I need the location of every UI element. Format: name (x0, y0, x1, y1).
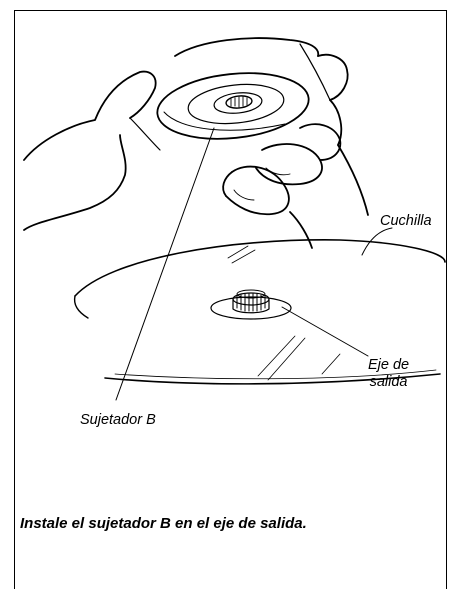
hand (24, 38, 368, 248)
label-sujetador-b: Sujetador B (80, 412, 156, 429)
output-shaft (211, 290, 291, 319)
instruction-caption: Instale el sujetador B en el eje de sali… (20, 515, 307, 532)
holder-b-disc (154, 66, 312, 146)
label-cuchilla: Cuchilla (380, 213, 432, 230)
label-eje-line2: salida (368, 374, 409, 391)
label-eje-line1: Eje de (368, 357, 409, 374)
leader-eje (282, 307, 368, 356)
label-eje-de-salida: Eje de salida (368, 357, 409, 390)
leader-sujetador (116, 128, 214, 400)
